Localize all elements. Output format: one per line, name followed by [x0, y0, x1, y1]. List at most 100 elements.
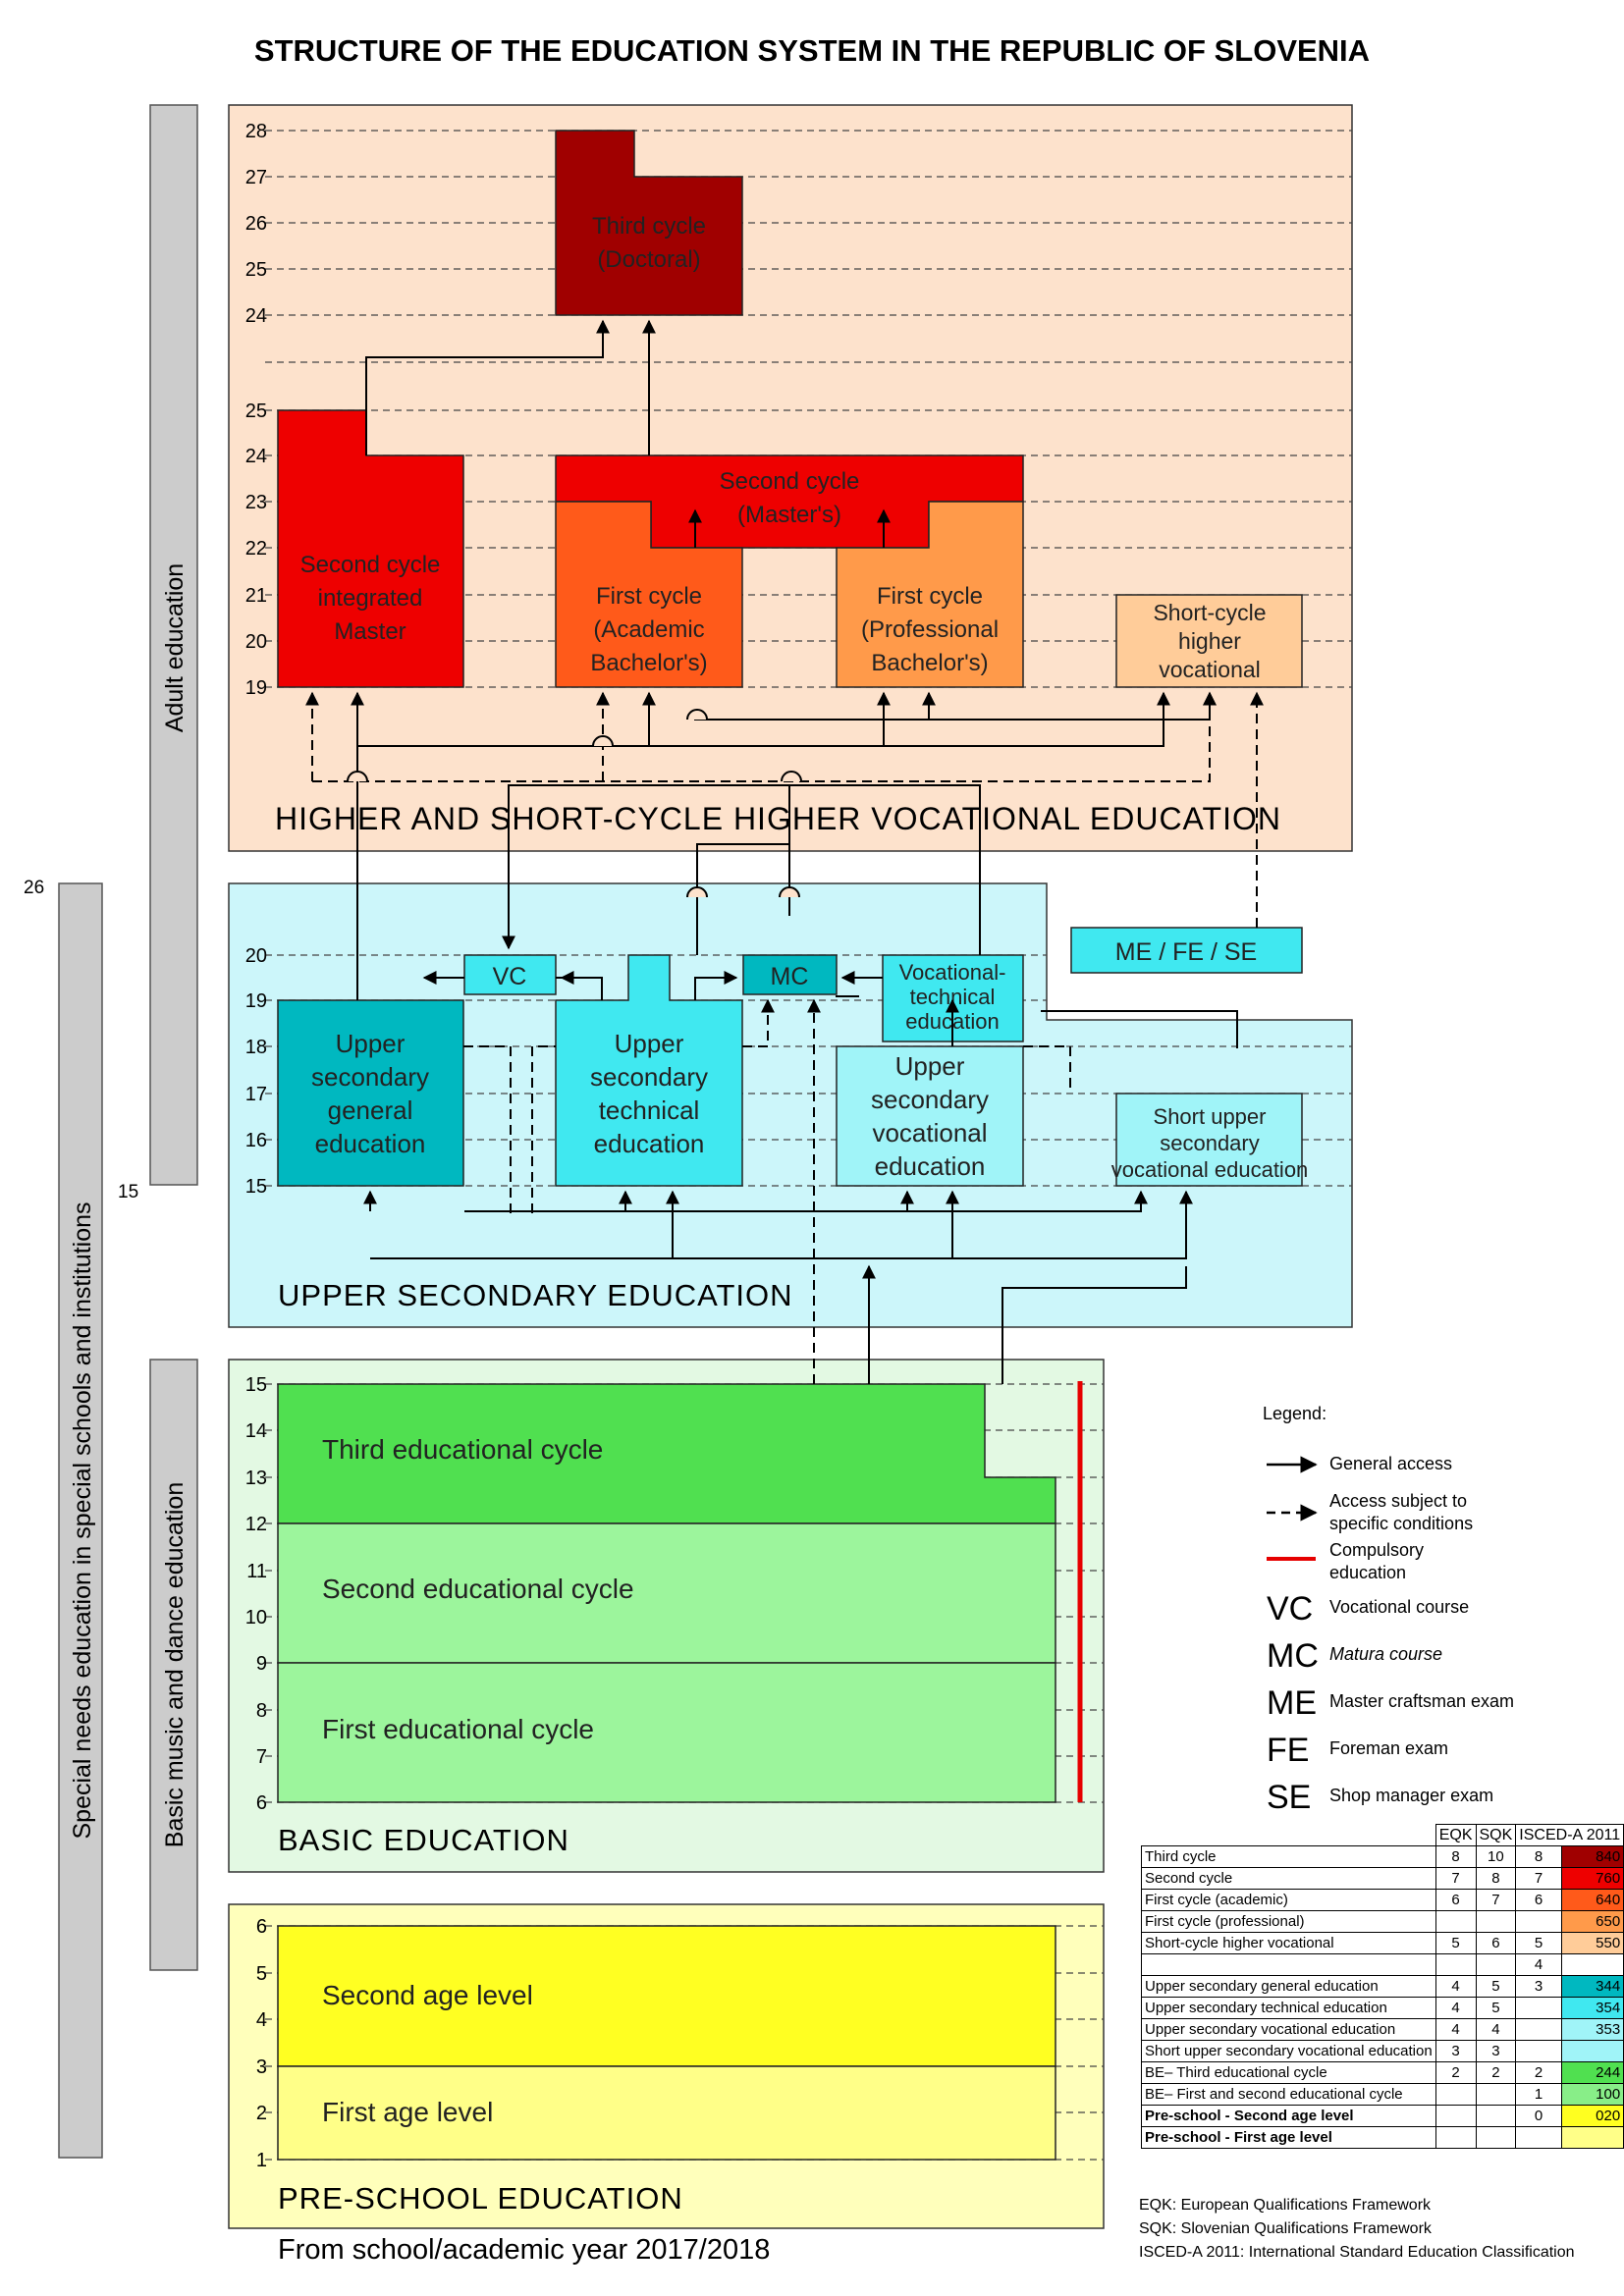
svg-text:Third educational cycle: Third educational cycle: [322, 1434, 603, 1465]
svg-text:higher: higher: [1178, 628, 1241, 654]
special-needs-bar: Special needs education in special schoo…: [24, 878, 103, 2159]
special-needs-label: Special needs education in special schoo…: [69, 1201, 96, 1839]
vc-box: VC: [463, 954, 557, 995]
preschool-section-title: PRE-SCHOOL EDUCATION: [278, 2181, 683, 2216]
svg-text:Second cycle: Second cycle: [300, 552, 441, 578]
isced-cell-code: 640: [1560, 1889, 1624, 1911]
isced-cell-sqk: [1475, 1953, 1517, 1976]
isced-cell-eqk: 6: [1435, 1889, 1477, 1911]
isced-cell-sqk: [1475, 1910, 1517, 1933]
isced-cell-label: First cycle (academic): [1141, 1889, 1436, 1911]
isced-cell-sqk: 6: [1475, 1932, 1517, 1954]
isced-cell-label: BE– Third educational cycle: [1141, 2061, 1436, 2084]
isced-row: 4: [1141, 1953, 1624, 1976]
isced-cell-isced: [1515, 2040, 1562, 2062]
svg-text:14: 14: [245, 1420, 267, 1442]
isced-cell-isced: 6: [1515, 1889, 1562, 1911]
isced-cell-sqk: 3: [1475, 2040, 1517, 2062]
svg-text:Short upper: Short upper: [1154, 1104, 1267, 1129]
legend-compulsory: Compulsory education: [1329, 1540, 1425, 1582]
svg-text:18: 18: [245, 1037, 267, 1058]
isced-row: Pre-school - First age level: [1141, 2126, 1624, 2149]
legend-conditional-access: Access subject to specific conditions: [1329, 1491, 1474, 1533]
svg-text:9: 9: [256, 1653, 267, 1675]
svg-text:13: 13: [245, 1468, 267, 1489]
isced-cell-code: [1560, 1953, 1624, 1976]
svg-text:education: education: [875, 1151, 986, 1181]
svg-text:28: 28: [245, 121, 267, 142]
svg-text:22: 22: [245, 538, 267, 560]
basic-section-title: BASIC EDUCATION: [278, 1823, 569, 1857]
isced-cell-label: Pre-school - Second age level: [1141, 2105, 1436, 2127]
first-educational-cycle-box: First educational cycle: [277, 1662, 1056, 1803]
svg-text:20: 20: [245, 945, 267, 967]
svg-text:First age level: First age level: [322, 2097, 493, 2127]
svg-text:(Master's): (Master's): [737, 502, 841, 528]
svg-text:10: 10: [245, 1607, 267, 1629]
svg-text:7: 7: [256, 1746, 267, 1768]
isced-cell-label: [1141, 1953, 1436, 1976]
isced-cell-code: 840: [1560, 1845, 1624, 1868]
isced-cell-isced: 2: [1515, 2061, 1562, 2084]
svg-text:25: 25: [245, 400, 267, 422]
isced-cell-label: Short-cycle higher vocational: [1141, 1932, 1436, 1954]
isced-cell-eqk: [1435, 2126, 1477, 2149]
svg-text:Second age level: Second age level: [322, 1980, 533, 2010]
svg-text:(Professional: (Professional: [861, 616, 999, 643]
svg-text:27: 27: [245, 167, 267, 188]
svg-text:secondary: secondary: [871, 1085, 989, 1114]
third-cycle-box: Third cycle (Doctoral): [555, 130, 743, 316]
legend-symbols: [1267, 1456, 1318, 1561]
legend-vc: VC Vocational course: [1267, 1590, 1470, 1628]
access-arrows-conditional: [305, 691, 1264, 1384]
short-cycle-box: Short-cycle higher vocational: [1115, 594, 1303, 688]
svg-text:education: education: [594, 1129, 705, 1158]
isced-cell-isced: 3: [1515, 1975, 1562, 1998]
integrated-master-box: Second cycle integrated Master: [277, 409, 464, 688]
svg-text:secondary: secondary: [590, 1062, 708, 1092]
isced-cell-sqk: 8: [1475, 1867, 1517, 1890]
svg-text:Second educational cycle: Second educational cycle: [322, 1574, 634, 1604]
svg-text:11: 11: [246, 1561, 267, 1582]
svg-text:20: 20: [245, 631, 267, 653]
isced-cell-eqk: 4: [1435, 2018, 1477, 2041]
svg-text:3: 3: [256, 2056, 267, 2078]
svg-text:Upper: Upper: [615, 1029, 684, 1058]
first-cycle-professional-box: First cycle (Professional Bachelor's): [836, 501, 1024, 688]
svg-text:Third cycle: Third cycle: [592, 213, 706, 240]
isced-cell-isced: 0: [1515, 2105, 1562, 2127]
svg-text:25: 25: [245, 259, 267, 281]
me-fe-se-box: ME / FE / SE: [1070, 927, 1303, 974]
second-age-level-box: Second age level: [277, 1925, 1056, 2067]
svg-text:2: 2: [256, 2103, 267, 2124]
isced-cell-isced: [1515, 1997, 1562, 2019]
svg-text:Second cycle: Second cycle: [720, 468, 860, 495]
svg-text:general: general: [328, 1095, 413, 1125]
svg-text:vocational: vocational: [872, 1118, 987, 1148]
svg-text:12: 12: [245, 1514, 267, 1535]
isced-cell-label: Pre-school - First age level: [1141, 2126, 1436, 2149]
isced-cell-label: Second cycle: [1141, 1867, 1436, 1890]
age-labels: 28 27 26 25 24 25 24 23 22 21 20 19 20 1…: [245, 121, 267, 2171]
svg-text:4: 4: [256, 2009, 267, 2031]
svg-text:secondary: secondary: [311, 1062, 429, 1092]
diagram-title: STRUCTURE OF THE EDUCATION SYSTEM IN THE…: [253, 33, 1371, 68]
isced-cell-sqk: 2: [1475, 2061, 1517, 2084]
svg-text:(Academic: (Academic: [593, 616, 704, 643]
svg-text:16: 16: [245, 1130, 267, 1151]
svg-text:vocational: vocational: [1159, 657, 1261, 682]
isced-cell-isced: 8: [1515, 1845, 1562, 1868]
isced-cell-eqk: 3: [1435, 2040, 1477, 2062]
isced-cell-code: 550: [1560, 1932, 1624, 1954]
second-cycle-masters-box: Second cycle (Master's): [555, 454, 1024, 549]
svg-text:6: 6: [256, 1792, 267, 1814]
legend-mc: MC Matura course: [1267, 1637, 1443, 1675]
legend-fe: FE Foreman exam: [1267, 1732, 1449, 1769]
music-dance-bar: Basic music and dance education: [149, 1359, 198, 1971]
svg-text:Bachelor's): Bachelor's): [871, 650, 988, 676]
isced-cell-eqk: [1435, 1910, 1477, 1933]
